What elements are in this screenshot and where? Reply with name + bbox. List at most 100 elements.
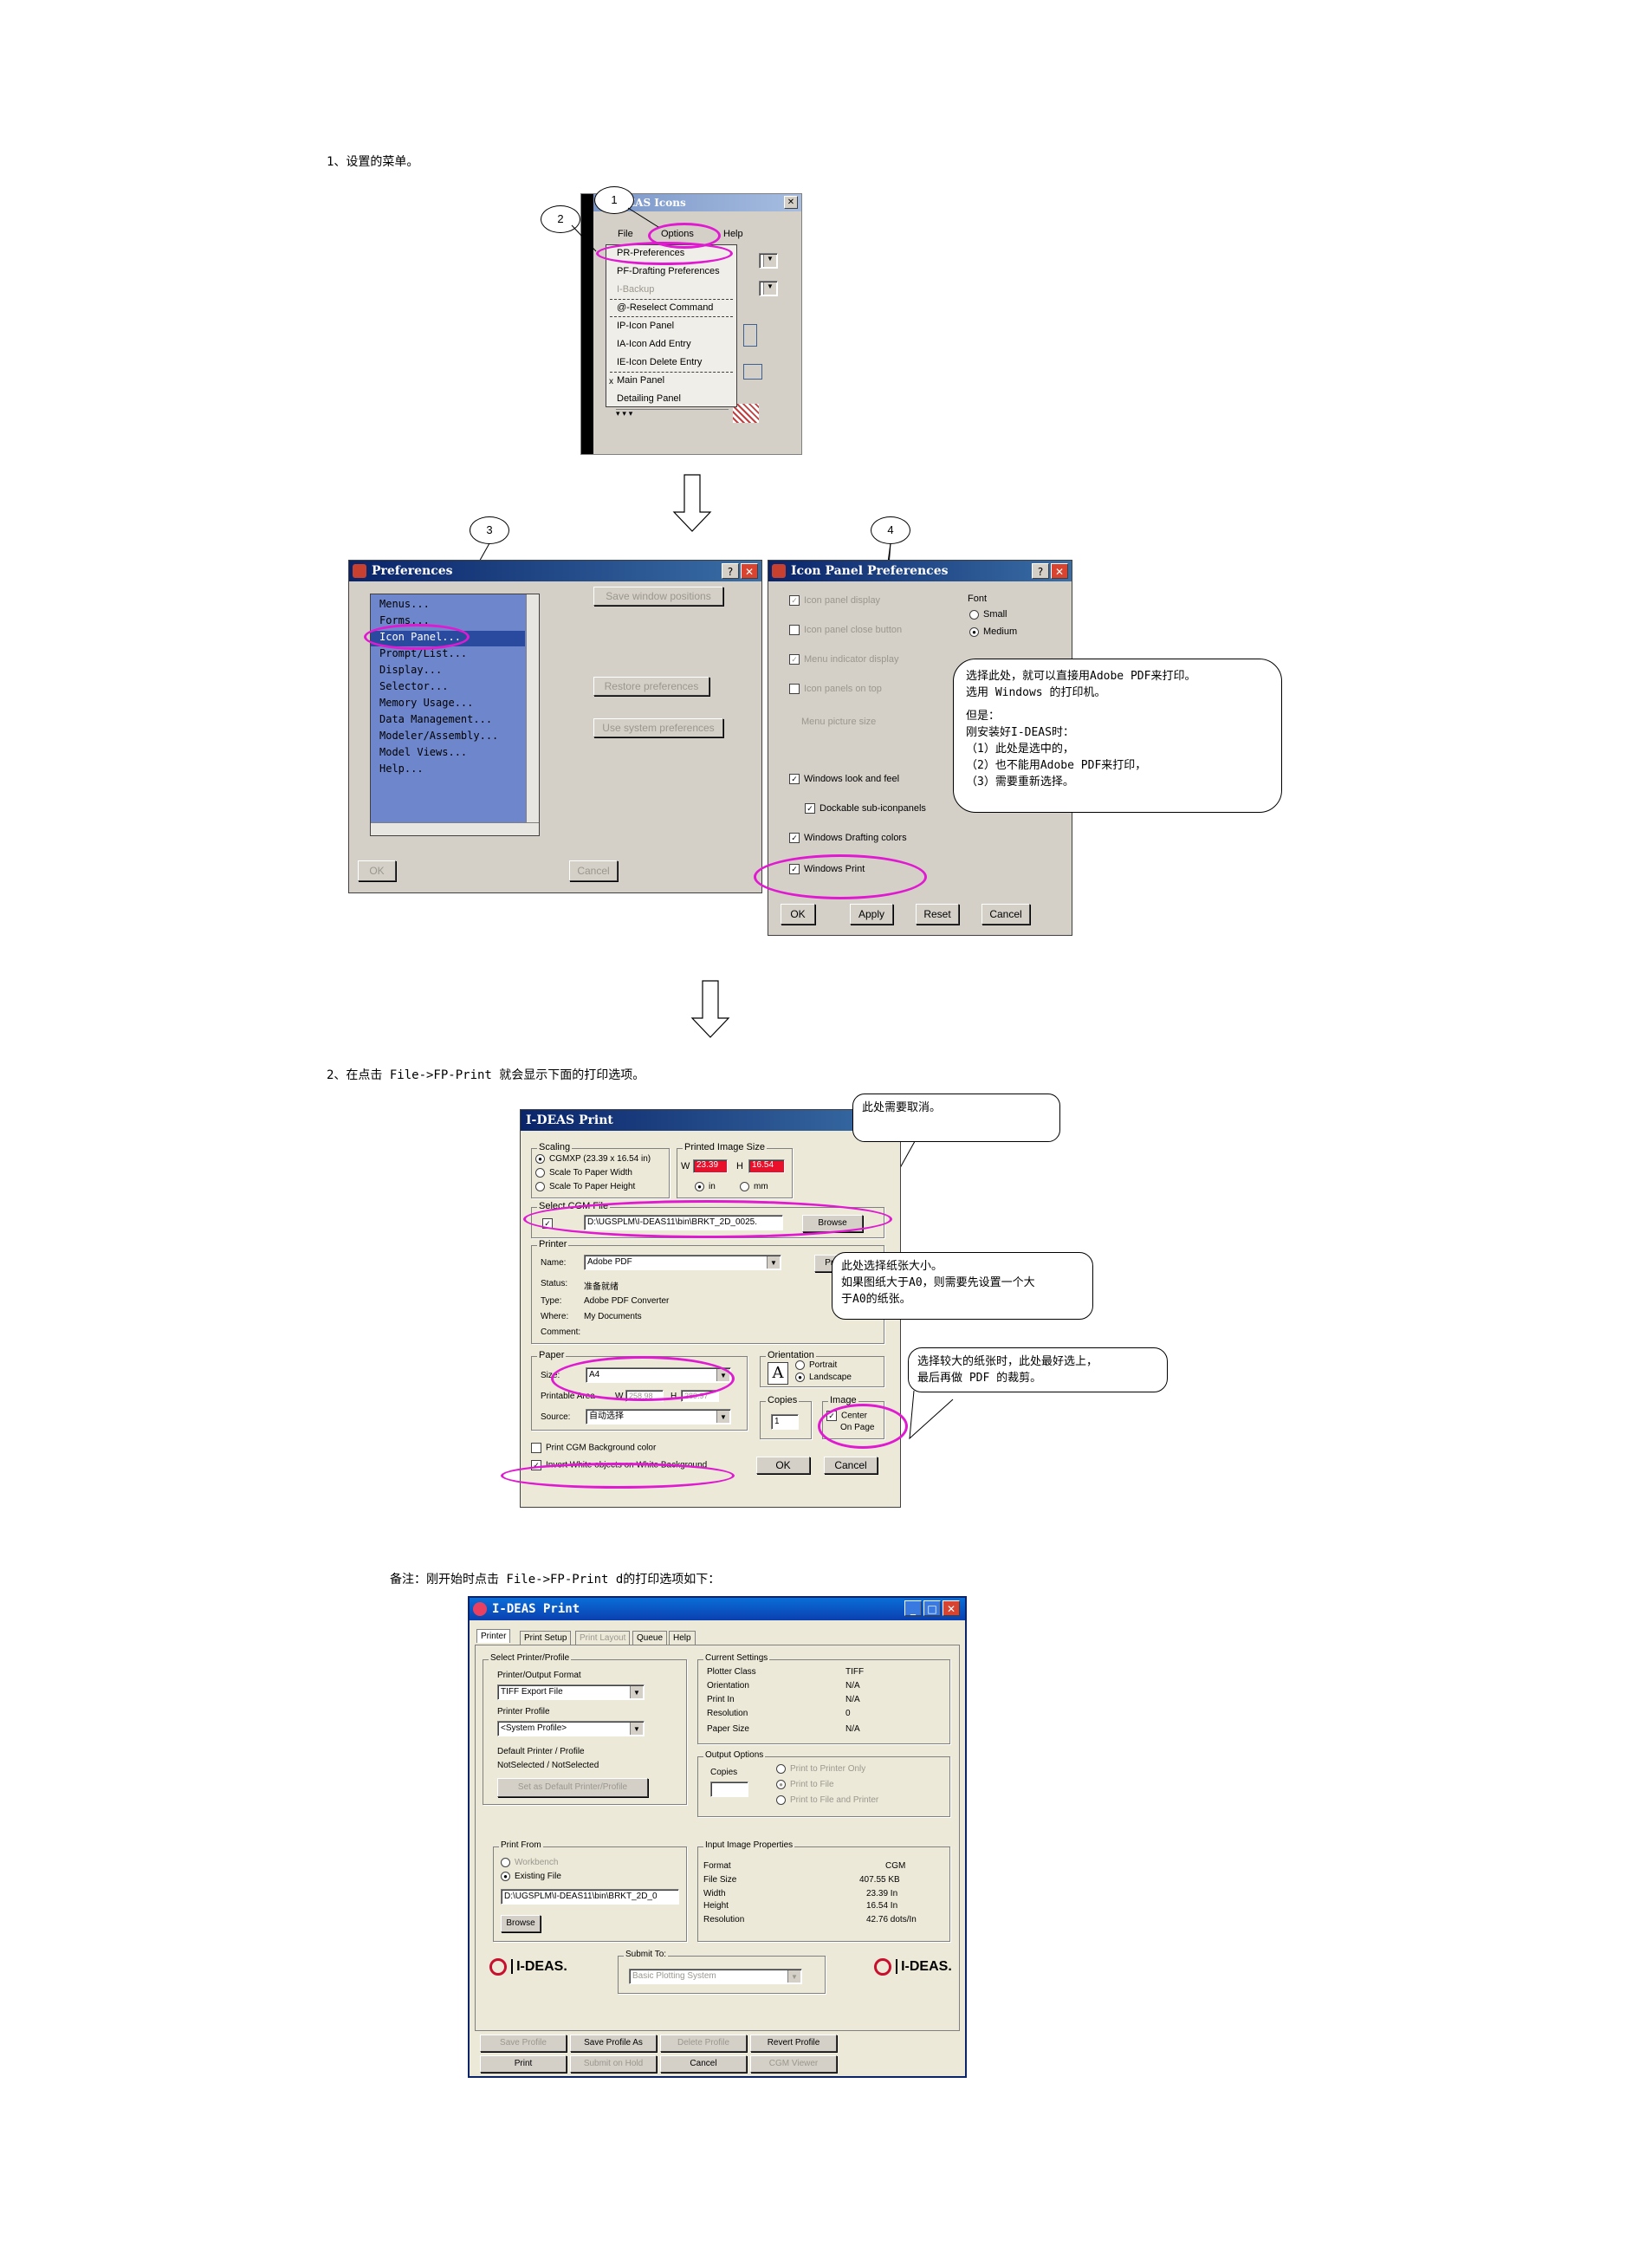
pref-item-modeler-assembly[interactable]: Modeler/Assembly... xyxy=(379,730,499,742)
menu-item-reselect-command[interactable]: @-Reselect Command xyxy=(617,302,714,313)
print-bg-checkbox[interactable]: Print CGM Background color xyxy=(531,1443,656,1453)
cancel-button[interactable]: Cancel xyxy=(981,904,1030,925)
toolbar-icon-b[interactable] xyxy=(743,364,762,380)
menu-help[interactable]: Help xyxy=(723,229,743,239)
menu-item-detailing-panel[interactable]: Detailing Panel xyxy=(617,393,681,404)
print-to-printer-only-radio: Print to Printer Only xyxy=(776,1764,865,1774)
browse-button[interactable]: Browse xyxy=(802,1215,863,1232)
vertical-scrollbar[interactable] xyxy=(526,594,539,823)
cgm-path-field[interactable]: D:\UGSPLM\I-DEAS11\bin\BRKT_2D_0025. xyxy=(584,1215,783,1230)
output-format-select[interactable]: TIFF Export File▼ xyxy=(497,1684,645,1700)
print-button[interactable]: Print xyxy=(480,2055,567,2073)
pref-item-memory-usage[interactable]: Memory Usage... xyxy=(379,697,474,709)
maximize-icon[interactable]: □ xyxy=(923,1600,941,1616)
printer-name-select[interactable]: Adobe PDF▼ xyxy=(584,1255,781,1270)
scaling-paper-width-radio[interactable]: Scale To Paper Width xyxy=(535,1168,632,1178)
option-icon-panel-display[interactable]: ✓Icon panel display xyxy=(789,595,880,607)
toolbar-dropdown-2[interactable]: ▼ xyxy=(759,281,778,296)
ok-button[interactable]: OK xyxy=(358,860,396,881)
option-icon-panel-close-button[interactable]: Icon panel close button xyxy=(789,625,902,636)
pref-item-display[interactable]: Display... xyxy=(379,664,443,676)
close-icon[interactable]: ✕ xyxy=(741,563,758,579)
menu-item-main-panel[interactable]: Main Panel xyxy=(617,375,665,386)
profile-select[interactable]: <System Profile>▼ xyxy=(497,1721,645,1736)
tab-help[interactable]: Help xyxy=(669,1631,696,1645)
menu-item-icon-add-entry[interactable]: IA-Icon Add Entry xyxy=(617,339,691,349)
tab-queue[interactable]: Queue xyxy=(632,1631,668,1645)
option-dockable-sub-iconpanels[interactable]: ✓Dockable sub-iconpanels xyxy=(805,803,926,814)
close-icon[interactable]: ✕ xyxy=(943,1600,960,1616)
use-system-preferences-button[interactable]: Use system preferences xyxy=(593,718,723,737)
toolbar-icon-a[interactable] xyxy=(743,324,757,347)
scaling-paper-height-radio[interactable]: Scale To Paper Height xyxy=(535,1182,635,1191)
restore-preferences-button[interactable]: Restore preferences xyxy=(593,677,709,696)
copies-spinner[interactable]: 1 xyxy=(771,1414,799,1430)
file-path-field[interactable]: D:\UGSPLM\I-DEAS11\bin\BRKT_2D_0 xyxy=(501,1889,679,1905)
scaling-cgmxp-radio[interactable]: ●CGMXP (23.39 x 16.54 in) xyxy=(535,1154,651,1164)
pref-item-model-views[interactable]: Model Views... xyxy=(379,746,468,758)
reset-button[interactable]: Reset xyxy=(916,904,959,925)
horizontal-scrollbar[interactable] xyxy=(371,822,539,835)
browse-button[interactable]: Browse xyxy=(501,1915,541,1932)
pref-item-prompt-list[interactable]: Prompt/List... xyxy=(379,647,468,659)
help-icon[interactable]: ? xyxy=(722,563,739,579)
landscape-radio[interactable]: ●Landscape xyxy=(795,1373,852,1382)
pref-item-data-management[interactable]: Data Management... xyxy=(379,713,493,725)
cancel-button[interactable]: Cancel xyxy=(660,2055,747,2073)
menu-item-pf-drafting-preferences[interactable]: PF-Drafting Preferences xyxy=(617,266,720,276)
preferences-list[interactable]: Menus... Forms... Icon Panel... Prompt/L… xyxy=(370,594,540,836)
existing-file-radio[interactable]: ●Existing File xyxy=(501,1872,561,1881)
close-icon[interactable]: ✕ xyxy=(784,196,798,209)
ok-button[interactable]: OK xyxy=(756,1457,810,1474)
tab-print-setup[interactable]: Print Setup xyxy=(520,1631,572,1645)
cancel-button[interactable]: Cancel xyxy=(569,860,618,881)
paper-size-select[interactable]: A4▼ xyxy=(586,1367,731,1383)
orientation-group: Orientation A Portrait ●Landscape xyxy=(760,1350,884,1387)
pref-item-help[interactable]: Help... xyxy=(379,763,424,775)
save-window-positions-button[interactable]: Save window positions xyxy=(593,587,723,606)
pref-item-menus[interactable]: Menus... xyxy=(379,598,430,610)
option-windows-print[interactable]: ✓Windows Print xyxy=(789,864,865,875)
source-select[interactable]: 自动选择▼ xyxy=(586,1409,731,1425)
toolbar-dropdown-1[interactable]: ▼ xyxy=(759,253,778,269)
width-field[interactable]: 23.39 xyxy=(693,1159,728,1173)
option-menu-indicator-display[interactable]: ✓Menu indicator display xyxy=(789,654,898,665)
unit-mm-radio[interactable]: mm xyxy=(740,1182,768,1191)
pref-item-forms[interactable]: Forms... xyxy=(379,614,430,626)
option-windows-drafting-colors[interactable]: ✓Windows Drafting colors xyxy=(789,833,907,844)
invert-white-checkbox[interactable]: ✓Invert White objects on White Backgroun… xyxy=(531,1460,707,1470)
menu-item-pr-preferences[interactable]: PR-Preferences xyxy=(617,248,685,258)
cancel-button[interactable]: Cancel xyxy=(824,1457,878,1474)
option-windows-look-and-feel[interactable]: ✓Windows look and feel xyxy=(789,774,899,785)
tab-printer[interactable]: Printer xyxy=(476,1629,511,1643)
cgm-checkbox[interactable]: ✓ xyxy=(542,1218,557,1230)
menu-item-icon-panel[interactable]: IP-Icon Panel xyxy=(617,321,675,331)
minimize-icon[interactable]: _ xyxy=(904,1600,922,1616)
pref-item-icon-panel[interactable]: Icon Panel... xyxy=(379,631,461,643)
print-to-file-and-printer-radio: Print to File and Printer xyxy=(776,1795,878,1805)
setting-key: Orientation xyxy=(707,1681,749,1691)
menu-file[interactable]: File xyxy=(618,229,633,239)
printer-group: Printer Name: Adobe PDF▼ Properties Stat… xyxy=(531,1239,884,1344)
step1-text: 1、设置的菜单。 xyxy=(327,155,419,169)
center-on-page-checkbox[interactable]: ✓Center xyxy=(826,1411,867,1421)
close-icon[interactable]: ✕ xyxy=(1051,563,1068,579)
menu-options[interactable]: Options xyxy=(661,229,694,239)
font-small-radio[interactable]: Small xyxy=(969,609,1007,620)
height-field[interactable]: 16.54 xyxy=(748,1159,785,1173)
help-icon[interactable]: ? xyxy=(1032,563,1049,579)
pref-item-selector[interactable]: Selector... xyxy=(379,680,449,692)
apply-button[interactable]: Apply xyxy=(850,904,893,925)
copies-label: Copies xyxy=(710,1768,738,1777)
image-group: Image ✓Center On Page xyxy=(822,1395,884,1439)
hatch-icon[interactable] xyxy=(733,404,759,423)
menu-item-icon-delete-entry[interactable]: IE-Icon Delete Entry xyxy=(617,357,703,367)
save-profile-as-button[interactable]: Save Profile As xyxy=(570,2035,657,2052)
revert-profile-button[interactable]: Revert Profile xyxy=(750,2035,837,2052)
ok-button[interactable]: OK xyxy=(781,904,815,925)
option-icon-panels-on-top[interactable]: Icon panels on top xyxy=(789,684,882,695)
font-medium-radio[interactable]: ●Medium xyxy=(969,626,1017,637)
unit-in-radio[interactable]: ●in xyxy=(695,1182,716,1191)
orientation-icon: A xyxy=(768,1362,788,1385)
portrait-radio[interactable]: Portrait xyxy=(795,1360,837,1370)
